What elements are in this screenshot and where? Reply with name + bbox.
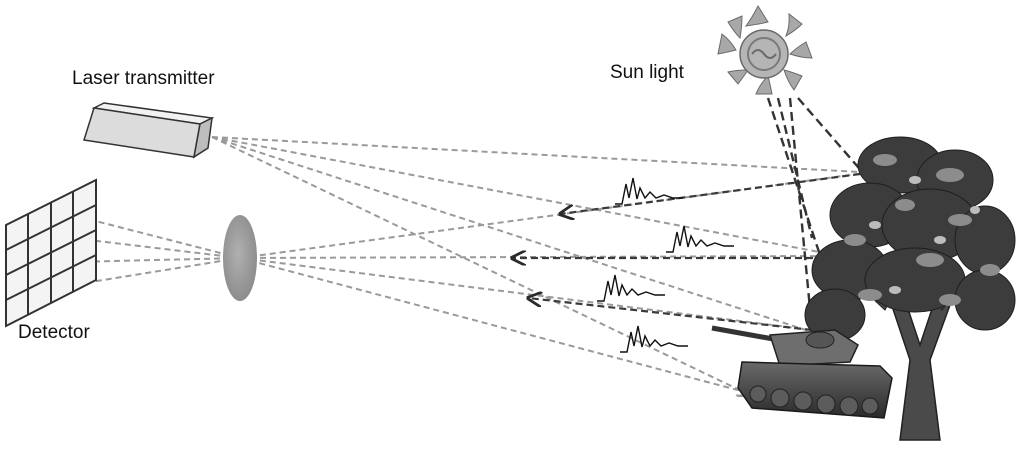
outgoing-laser-rays [211,136,861,395]
detector-grid [5,178,97,328]
detector-lens-rays [71,171,873,393]
detector-label: Detector [18,322,90,343]
return-echo-rays [512,172,861,332]
echo-pulse-2 [666,225,734,253]
laser-transmitter-box [83,102,215,159]
echo-waveforms [597,177,734,353]
echo-pulse-3 [597,274,665,302]
echo-pulse-1 [615,177,683,205]
tank-icon [711,325,893,419]
sun-light-label: Sun light [610,62,685,83]
tree-icon [804,136,1016,441]
receiver-lens [223,215,257,301]
sun-light-rays [766,97,866,331]
laser-transmitter-label: Laser transmitter [72,68,215,89]
sun-icon [717,4,813,95]
echo-pulse-4 [620,325,688,353]
